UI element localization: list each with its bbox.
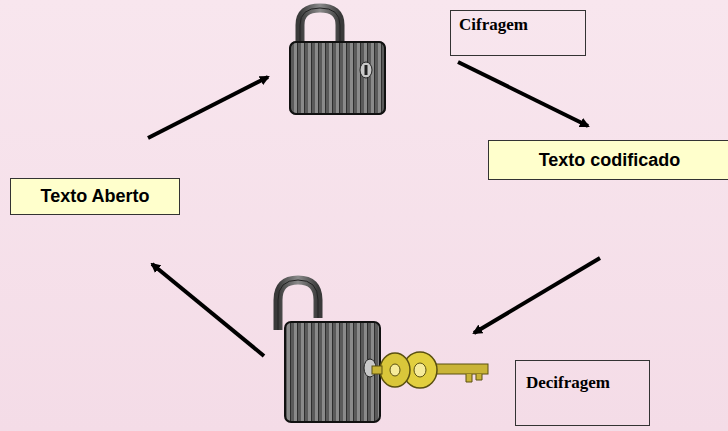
open-padlock	[278, 280, 380, 422]
node-text: Decifragem	[526, 373, 649, 393]
flow-arrow	[148, 77, 268, 138]
node-text: Texto Aberto	[40, 186, 149, 207]
text-box: Texto codificado	[488, 140, 728, 180]
text-box: Texto Aberto	[10, 178, 180, 215]
flow-arrow	[458, 62, 588, 126]
node-text: Texto codificado	[539, 150, 681, 171]
closed-padlock	[290, 8, 385, 114]
label-box: Decifragem	[515, 360, 650, 426]
flow-arrow	[474, 258, 600, 333]
key	[372, 352, 488, 388]
node-text: Cifragem	[459, 15, 585, 35]
flow-arrow	[152, 264, 264, 356]
label-box: Cifragem	[450, 10, 586, 56]
